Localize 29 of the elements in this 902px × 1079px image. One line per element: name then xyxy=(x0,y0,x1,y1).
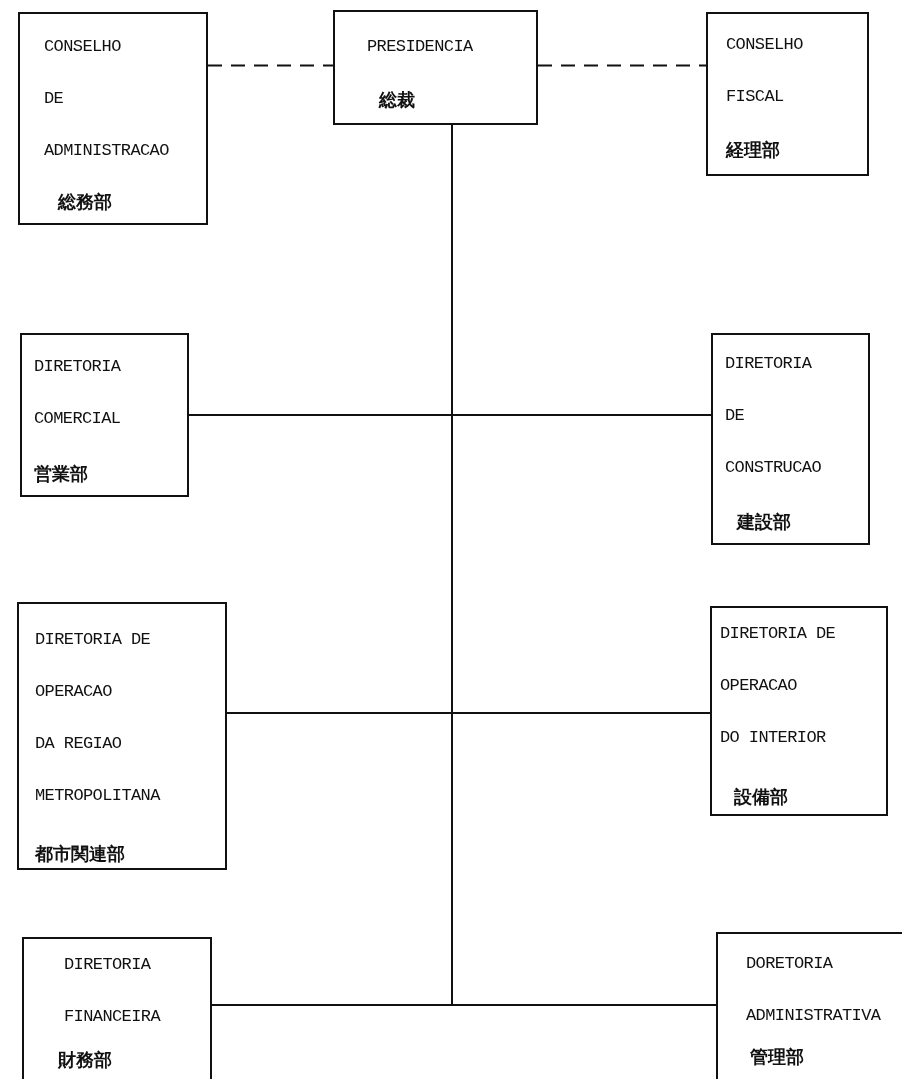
dashed-connector xyxy=(207,64,334,67)
unit-name: CONSELHO DE ADMINISTRACAO xyxy=(44,36,169,162)
org-box xyxy=(22,937,212,1079)
org-box xyxy=(18,12,208,225)
unit-name: PRESIDENCIA xyxy=(367,36,473,58)
dashed-connector xyxy=(537,64,707,67)
org-box xyxy=(17,602,227,870)
unit-name-japanese: 建設部 xyxy=(737,510,791,534)
unit-name-japanese: 総務部 xyxy=(58,190,112,214)
org-box xyxy=(706,12,869,176)
unit-name-japanese: 管理部 xyxy=(750,1045,804,1069)
unit-name-japanese: 設備部 xyxy=(734,785,788,809)
unit-name: DIRETORIA FINANCEIRA xyxy=(64,954,161,1028)
unit-name: DIRETORIA COMERCIAL xyxy=(34,356,121,430)
org-box xyxy=(711,333,870,545)
unit-name: CONSELHO FISCAL xyxy=(726,34,803,108)
unit-name-japanese: 財務部 xyxy=(58,1048,112,1072)
org-box xyxy=(710,606,888,816)
unit-name-japanese: 都市関連部 xyxy=(35,842,125,866)
unit-name: DIRETORIA DE OPERACAO DA REGIAO METROPOLITANA xyxy=(35,629,160,807)
unit-name-japanese: 総裁 xyxy=(379,88,415,112)
unit-name: DIRETORIA DE CONSTRUCAO xyxy=(725,353,822,479)
unit-name: DIRETORIA DE OPERACAO DO INTERIOR xyxy=(720,623,836,749)
unit-name-japanese: 営業部 xyxy=(34,462,88,486)
org-box xyxy=(20,333,189,497)
unit-name-japanese: 経理部 xyxy=(726,138,780,162)
unit-name: DORETORIA ADMINISTRATIVA xyxy=(746,953,881,1027)
org-box xyxy=(716,932,902,1079)
org-box xyxy=(333,10,538,125)
